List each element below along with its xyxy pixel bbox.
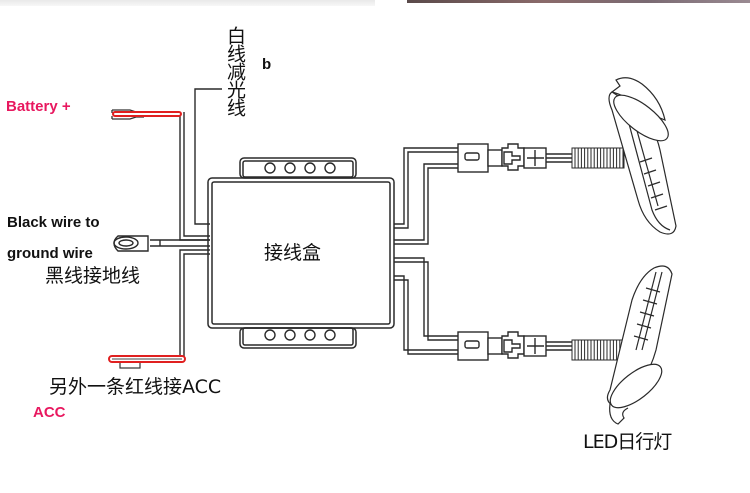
right-wires (394, 147, 458, 355)
junction-box-inner (211, 181, 391, 325)
white-dimmer-wire (194, 88, 222, 225)
lower-led-lamp (606, 265, 673, 425)
junction-box (207, 157, 395, 349)
top-ports (264, 162, 336, 174)
upper-wire-b-outer (394, 163, 458, 241)
bottom-ports (264, 329, 336, 341)
upper-wire-b-inner (394, 167, 458, 245)
acc-wire-outer (179, 249, 210, 360)
ground-ring-terminal (113, 235, 149, 252)
other-red-wire-label: 另外一条红线接ACC (49, 376, 222, 398)
acc-wire-inner (183, 253, 210, 360)
upper-wire-a-outer (394, 147, 458, 225)
battery-fork-terminal (111, 109, 182, 120)
black-wire-label-line2: ground wire (7, 245, 93, 262)
black-wire-label-line1: Black wire to (7, 214, 100, 231)
junction-box-label: 接线盒 (264, 242, 322, 264)
acc-spade-terminal (108, 355, 186, 369)
lower-wire-b-inner (394, 279, 458, 355)
upper-led-lamp (608, 77, 677, 235)
lower-wire-a-outer (394, 257, 458, 337)
black-wire-cn-label: 黑线接地线 (45, 265, 141, 287)
white-dimmer-wire-label: 白线减光线 (224, 26, 246, 116)
b-marker-label: b (262, 56, 272, 73)
battery-label: Battery + (6, 98, 71, 115)
upper-connector (457, 143, 572, 173)
top-border-strip (0, 0, 375, 6)
upper-wire-a-inner (394, 151, 458, 229)
lower-corrugated-sleeve (571, 339, 625, 361)
lower-connector (457, 331, 572, 361)
top-image-strip (407, 0, 750, 3)
lower-wire-b-outer (394, 275, 458, 351)
top-port-strip-outer (239, 157, 357, 179)
acc-label: ACC (33, 404, 66, 421)
lower-wire-a-inner (394, 261, 458, 341)
upper-corrugated-sleeve (571, 147, 625, 169)
left-wires (150, 88, 222, 360)
led-drl-label: LED日行灯 (583, 431, 672, 453)
battery-wire-inner (183, 112, 210, 237)
